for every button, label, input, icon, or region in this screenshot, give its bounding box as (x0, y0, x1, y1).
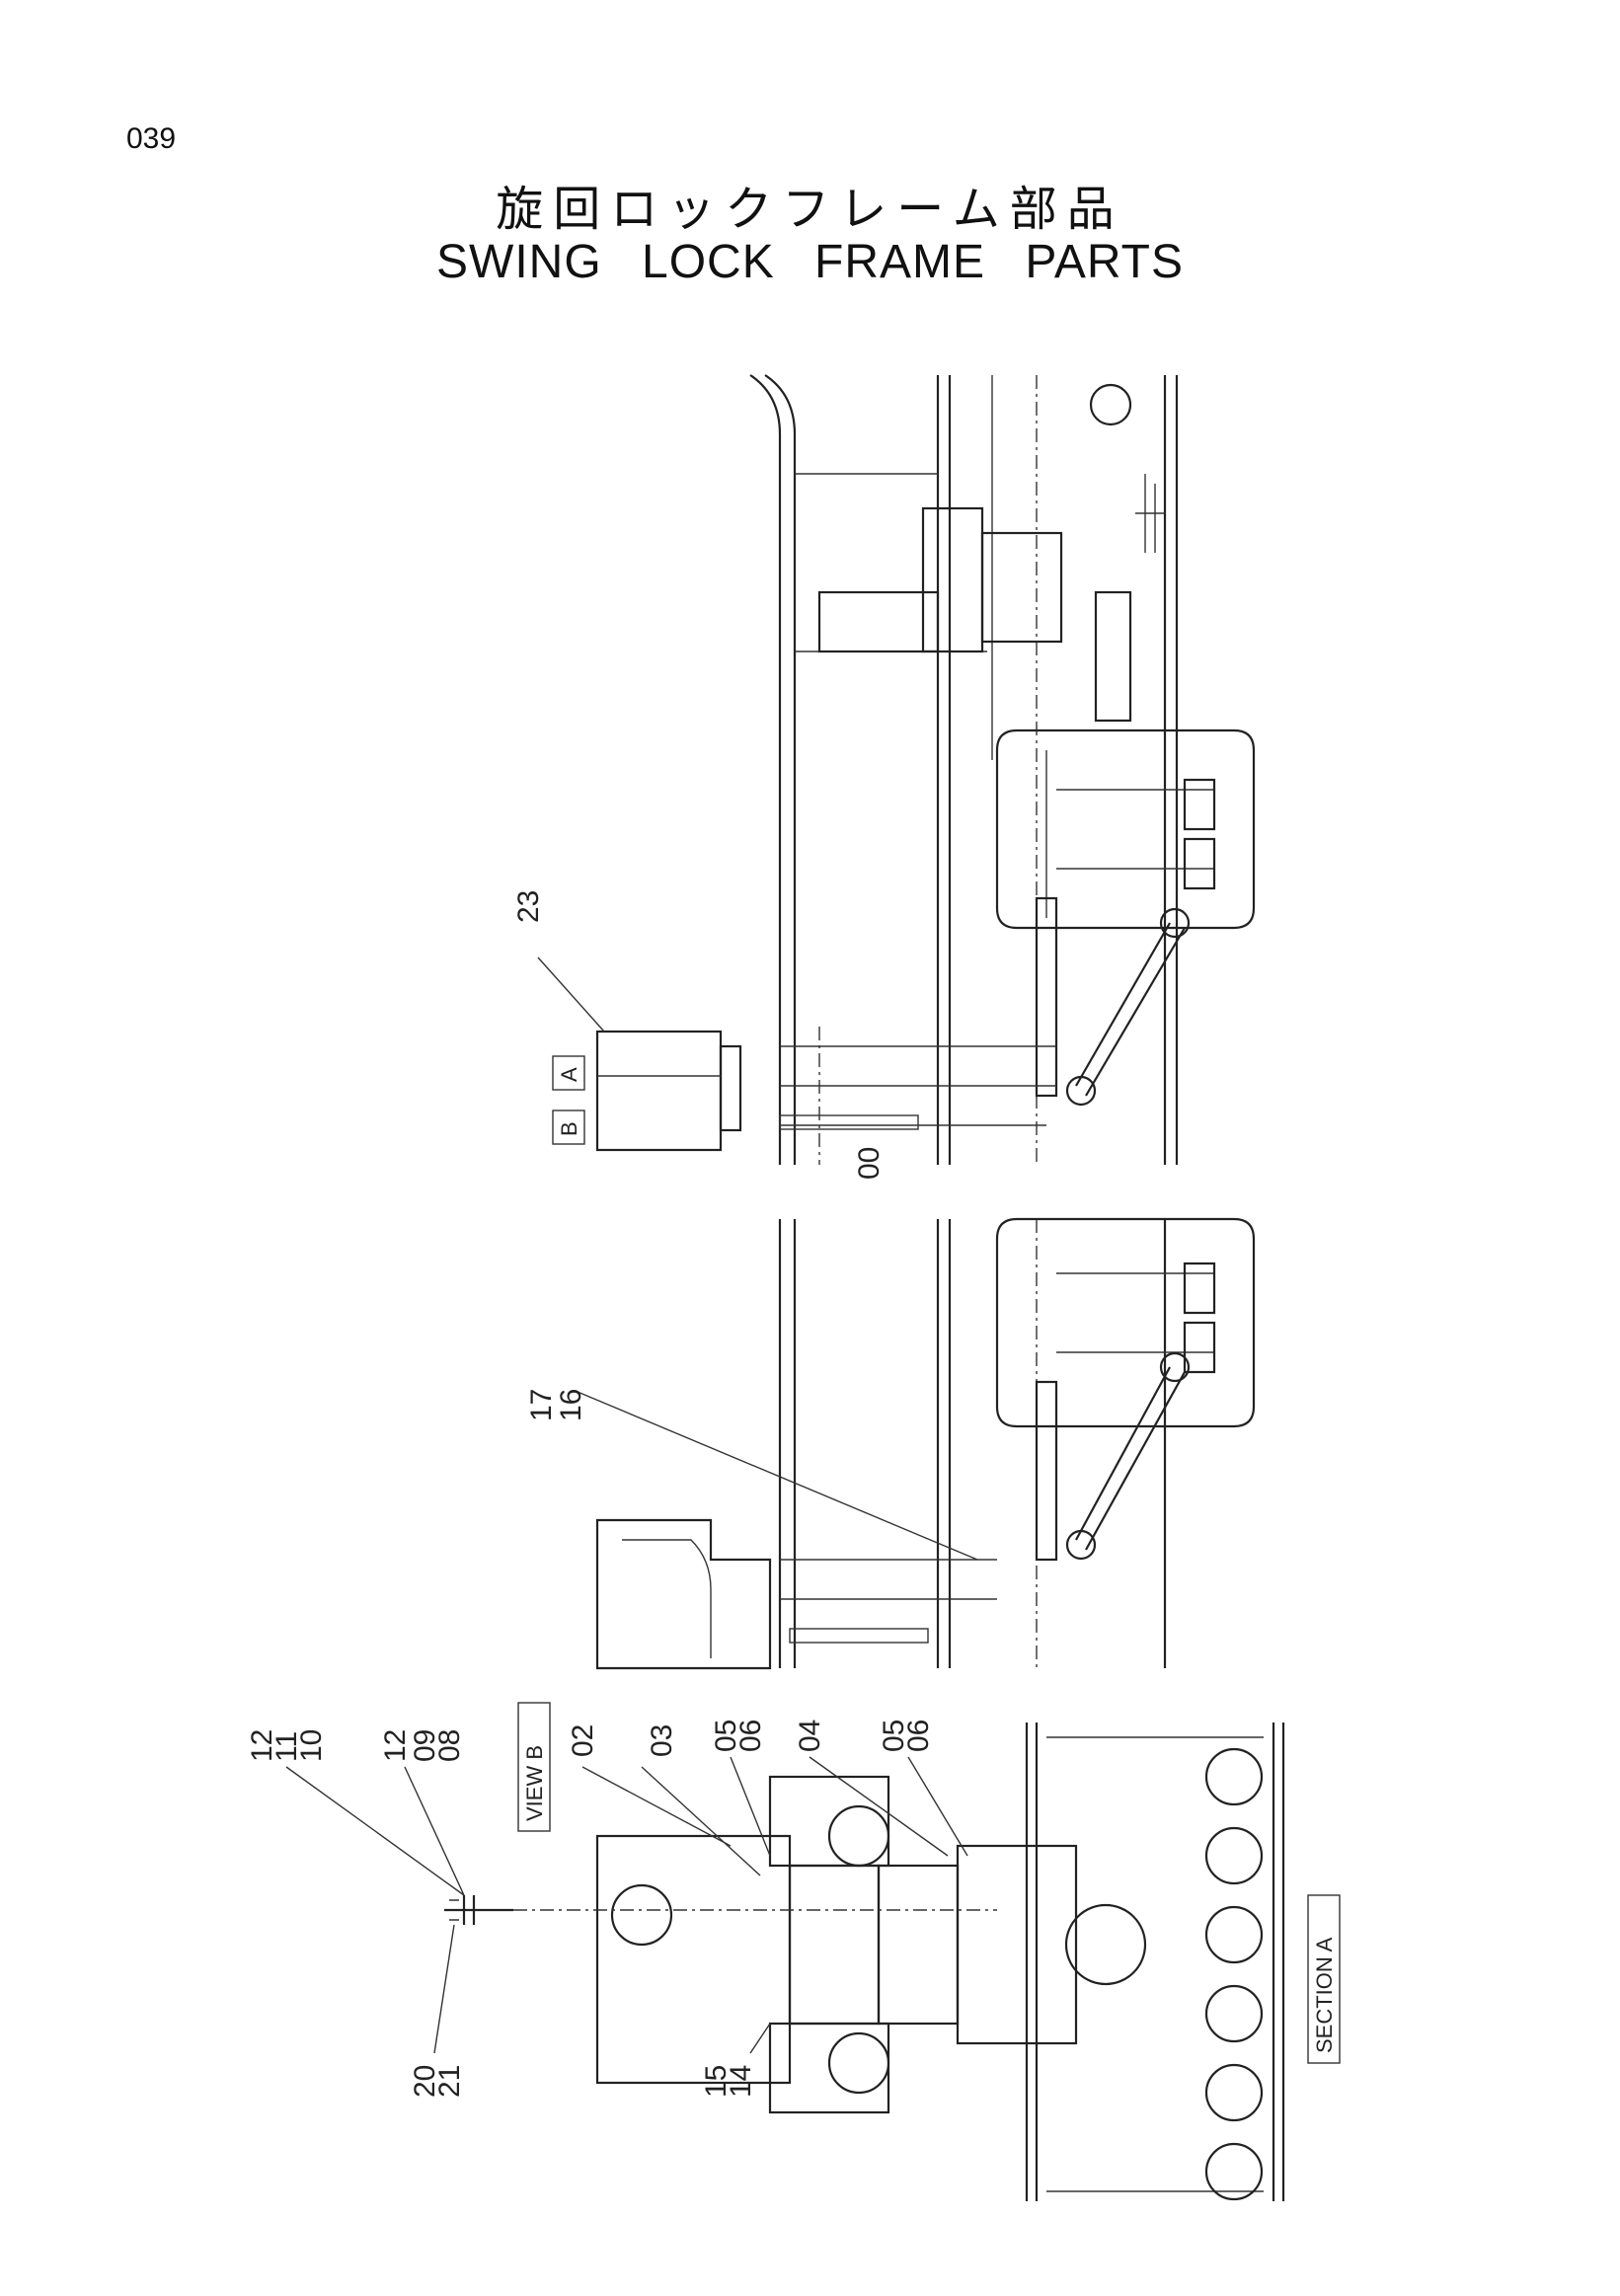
page-number: 039 (126, 122, 177, 155)
upper-frame-view (595, 374, 1256, 1165)
callout-02: 02 (567, 1724, 599, 1757)
view-b-label: VIEW B (522, 1745, 547, 1821)
callout-05a: 05 (710, 1720, 742, 1752)
title-japanese: 旋回ロックフレーム部品 (496, 182, 1124, 237)
callout-14: 14 (725, 2065, 757, 2098)
callout-00: 00 (853, 1147, 886, 1180)
section-a-label: SECTION A (1312, 1937, 1337, 2053)
marker-a: A (557, 1067, 581, 1082)
section-a-view (444, 1722, 1285, 2201)
callout-06a: 06 (734, 1720, 767, 1752)
callout-12a: 12 (246, 1729, 278, 1762)
callout-08: 08 (433, 1729, 466, 1762)
callout-21: 21 (433, 2065, 466, 2098)
callout-04: 04 (794, 1720, 826, 1752)
callout-12b: 12 (379, 1729, 412, 1762)
callout-numbers: 23 00 17 16 12 11 10 12 09 08 02 03 05 0… (246, 890, 935, 2098)
callout-20: 20 (409, 2065, 441, 2098)
callout-16: 16 (555, 1389, 587, 1421)
marker-b: B (557, 1121, 581, 1136)
view-markers: A B VIEW B SECTION A (517, 1055, 1341, 2064)
callout-03: 03 (646, 1724, 678, 1757)
title-english: SWING LOCK FRAME PARTS (436, 236, 1184, 288)
callout-06b: 06 (902, 1720, 935, 1752)
callout-17: 17 (525, 1389, 558, 1421)
callout-leaders (285, 957, 978, 2054)
callout-05b: 05 (878, 1720, 910, 1752)
callout-15: 15 (700, 2065, 733, 2098)
middle-frame-view (595, 1217, 1256, 1670)
callout-09: 09 (409, 1729, 441, 1762)
callout-11: 11 (270, 1731, 303, 1762)
callout-23: 23 (512, 890, 545, 923)
callout-10: 10 (295, 1729, 328, 1762)
